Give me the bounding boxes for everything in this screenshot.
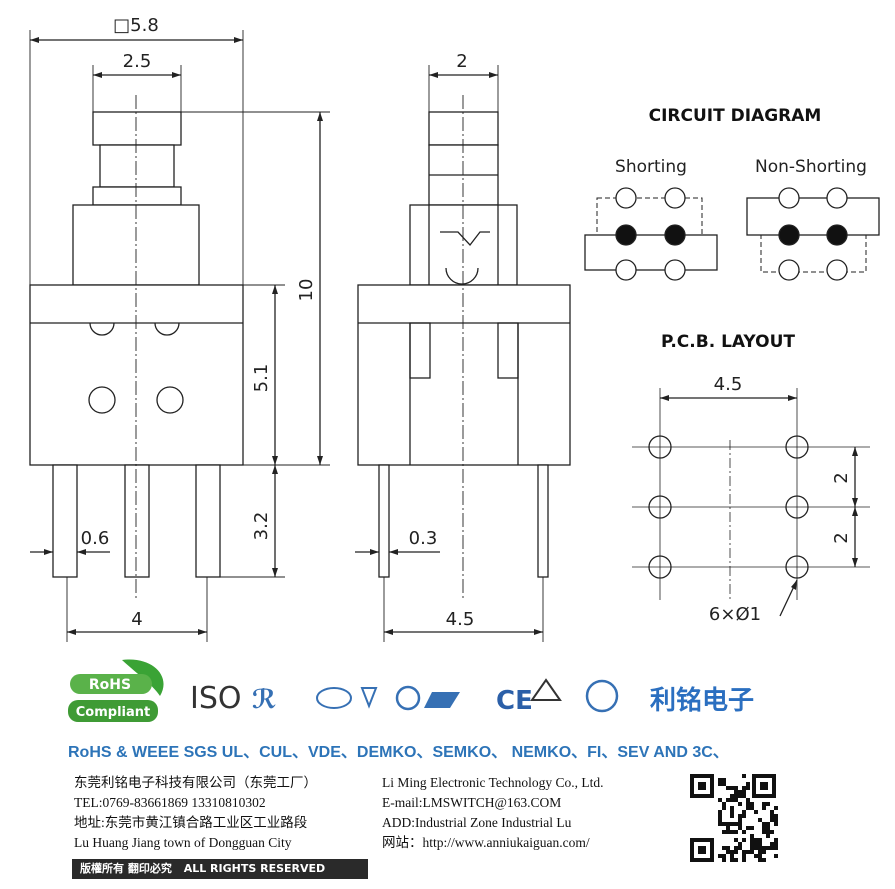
- front-view: [29, 30, 330, 642]
- pcb-layout: [632, 388, 870, 617]
- certification-line: RoHS & WEEE SGS UL、CUL、VDE、DEMKO、SEMKO、 …: [68, 744, 729, 761]
- company-en-address: Lu Huang Jiang town of Dongguan City: [74, 835, 292, 850]
- tuv-logo: [530, 678, 562, 701]
- pcb-x-dim: 4.5: [714, 374, 743, 395]
- pcb-title: P.C.B. LAYOUT: [661, 332, 795, 352]
- ccc-logo: [424, 692, 460, 708]
- company-website[interactable]: 网站：http://www.anniukaiguan.com/: [382, 835, 590, 850]
- company-cn-name: 东莞利铭电子科技有限公司（东莞工厂）: [74, 775, 317, 790]
- company-en-name: Li Ming Electronic Technology Co., Ltd.: [382, 775, 604, 790]
- ul-logo: ℛ: [252, 685, 276, 715]
- non-shorting-label: Non-Shorting: [755, 157, 867, 177]
- pcb-y-dim-top: 2: [831, 472, 852, 483]
- brand-name: 利铭电子: [650, 686, 755, 716]
- company-info-right: Li Ming Electronic Technology Co., Ltd. …: [382, 773, 604, 853]
- cqc-logo: [316, 687, 352, 709]
- circuit-title: CIRCUIT DIAGRAM: [649, 106, 822, 126]
- company-cn-address: 地址:东莞市黄江镇合路工业区工业路段: [74, 815, 308, 830]
- copyright-cn: 版權所有 翻印必究: [80, 862, 172, 875]
- csa-logo: [585, 679, 619, 713]
- pcb-y-dim-bottom: 2: [831, 532, 852, 543]
- rohs-logo: RoHS Compliant: [68, 659, 164, 722]
- front-body-dim: 5.1: [251, 364, 272, 393]
- rohs-bottom-text: Compliant: [76, 705, 150, 720]
- company-email[interactable]: E-mail:LMSWITCH@163.COM: [382, 795, 562, 810]
- qr-code: [688, 772, 778, 864]
- rohs-top-text: RoHS: [89, 677, 131, 693]
- pcb-holes-label: 6×Ø1: [709, 604, 761, 625]
- front-height-dim: 10: [296, 279, 317, 302]
- side-pin-thickness-dim: 0.3: [409, 528, 438, 549]
- front-pin-width-dim: 0.6: [81, 528, 110, 549]
- side-view: [355, 65, 571, 642]
- front-actuator-dim: 2.5: [123, 51, 152, 72]
- front-pin-length-dim: 3.2: [251, 512, 272, 541]
- iso-mark: ISO: [190, 681, 242, 716]
- copyright-bar: 版權所有 翻印必究 ALL RIGHTS RESERVED: [72, 859, 368, 879]
- side-pin-pitch-dim: 4.5: [446, 609, 475, 630]
- circuit-shorting: [584, 187, 718, 281]
- svg-text:ℛ: ℛ: [252, 685, 276, 715]
- s-mark-logo: [395, 685, 421, 711]
- ce-mark: CE: [496, 686, 533, 716]
- side-actuator-dim: 2: [456, 51, 467, 72]
- front-pin-pitch-dim: 4: [131, 609, 142, 630]
- copyright-en: ALL RIGHTS RESERVED: [183, 862, 326, 875]
- company-info-left: 东莞利铭电子科技有限公司（东莞工厂） TEL:0769-83661869 133…: [74, 773, 317, 853]
- company-add: ADD:Industrial Zone Industrial Lu: [382, 815, 572, 830]
- technical-drawing: □5.8 2.5 10 5.1 3.2 0.6 4 2 0.3 4.5 CIRC…: [29, 15, 880, 642]
- company-tel: TEL:0769-83661869 13310810302: [74, 795, 266, 810]
- certification-logos: RoHS Compliant ISO ℛ CE: [62, 656, 822, 726]
- front-width-dim: □5.8: [113, 15, 159, 36]
- vde-logo: [360, 687, 378, 709]
- shorting-label: Shorting: [615, 157, 687, 177]
- circuit-non-shorting: [746, 187, 880, 281]
